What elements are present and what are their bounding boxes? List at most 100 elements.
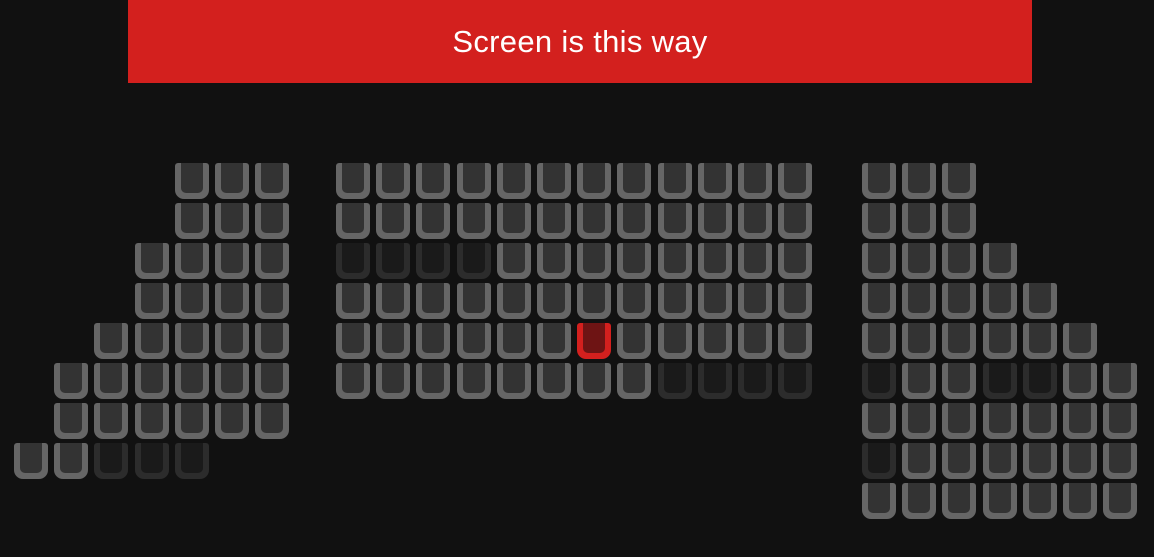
seat-left-r1-c5[interactable] <box>175 163 209 199</box>
seat-right-r4-c5[interactable] <box>1023 283 1057 319</box>
seat-center-r4-c2[interactable] <box>376 283 410 319</box>
seat-right-r7-c2[interactable] <box>902 403 936 439</box>
seat-center-r6-c1[interactable] <box>336 363 370 399</box>
seat-left-r5-c5[interactable] <box>175 323 209 359</box>
seat-right-r3-c1[interactable] <box>862 243 896 279</box>
seat-right-r8-c6[interactable] <box>1063 443 1097 479</box>
seat-left-r3-c7[interactable] <box>255 243 289 279</box>
seat-center-r5-c6[interactable] <box>537 323 571 359</box>
seat-center-r2-c9[interactable] <box>658 203 692 239</box>
seat-center-r5-c4[interactable] <box>457 323 491 359</box>
seat-right-r7-c4[interactable] <box>983 403 1017 439</box>
seat-right-r9-c7[interactable] <box>1103 483 1137 519</box>
seat-center-r2-c8[interactable] <box>617 203 651 239</box>
seat-left-r7-c5[interactable] <box>175 403 209 439</box>
seat-right-r9-c5[interactable] <box>1023 483 1057 519</box>
seat-right-r5-c5[interactable] <box>1023 323 1057 359</box>
seat-left-r8-c1[interactable] <box>14 443 48 479</box>
seat-center-r4-c4[interactable] <box>457 283 491 319</box>
seat-center-r5-c2[interactable] <box>376 323 410 359</box>
seat-left-r4-c7[interactable] <box>255 283 289 319</box>
seat-right-r9-c4[interactable] <box>983 483 1017 519</box>
seat-center-r3-c7[interactable] <box>577 243 611 279</box>
seat-center-r3-c12[interactable] <box>778 243 812 279</box>
seat-right-r9-c1[interactable] <box>862 483 896 519</box>
seat-right-r6-c7[interactable] <box>1103 363 1137 399</box>
seat-right-r8-c2[interactable] <box>902 443 936 479</box>
seat-center-r1-c3[interactable] <box>416 163 450 199</box>
seat-right-r8-c3[interactable] <box>942 443 976 479</box>
seat-center-r5-c12[interactable] <box>778 323 812 359</box>
seat-center-r4-c7[interactable] <box>577 283 611 319</box>
seat-center-r6-c3[interactable] <box>416 363 450 399</box>
seat-center-r5-c9[interactable] <box>658 323 692 359</box>
seat-center-r3-c10[interactable] <box>698 243 732 279</box>
seat-right-r9-c3[interactable] <box>942 483 976 519</box>
seat-center-r2-c12[interactable] <box>778 203 812 239</box>
seat-left-r5-c7[interactable] <box>255 323 289 359</box>
seat-center-r6-c8[interactable] <box>617 363 651 399</box>
seat-right-r1-c2[interactable] <box>902 163 936 199</box>
seat-center-r3-c5[interactable] <box>497 243 531 279</box>
seat-right-r3-c4[interactable] <box>983 243 1017 279</box>
seat-center-r4-c3[interactable] <box>416 283 450 319</box>
seat-left-r1-c7[interactable] <box>255 163 289 199</box>
seat-right-r4-c3[interactable] <box>942 283 976 319</box>
seat-center-r6-c6[interactable] <box>537 363 571 399</box>
seat-center-r4-c6[interactable] <box>537 283 571 319</box>
seat-right-r8-c7[interactable] <box>1103 443 1137 479</box>
seat-right-r4-c2[interactable] <box>902 283 936 319</box>
seat-center-r5-c7[interactable] <box>577 323 611 359</box>
seat-left-r7-c6[interactable] <box>215 403 249 439</box>
seat-left-r7-c4[interactable] <box>135 403 169 439</box>
seat-center-r1-c2[interactable] <box>376 163 410 199</box>
seat-left-r8-c2[interactable] <box>54 443 88 479</box>
seat-center-r2-c5[interactable] <box>497 203 531 239</box>
seat-center-r1-c10[interactable] <box>698 163 732 199</box>
seat-center-r3-c6[interactable] <box>537 243 571 279</box>
seat-right-r3-c2[interactable] <box>902 243 936 279</box>
seat-center-r6-c2[interactable] <box>376 363 410 399</box>
seat-left-r6-c4[interactable] <box>135 363 169 399</box>
seat-center-r5-c8[interactable] <box>617 323 651 359</box>
seat-center-r4-c8[interactable] <box>617 283 651 319</box>
seat-center-r3-c11[interactable] <box>738 243 772 279</box>
seat-center-r2-c1[interactable] <box>336 203 370 239</box>
seat-center-r4-c11[interactable] <box>738 283 772 319</box>
seat-right-r9-c2[interactable] <box>902 483 936 519</box>
seat-center-r6-c4[interactable] <box>457 363 491 399</box>
seat-center-r6-c5[interactable] <box>497 363 531 399</box>
seat-left-r6-c2[interactable] <box>54 363 88 399</box>
seat-left-r4-c5[interactable] <box>175 283 209 319</box>
seat-left-r6-c5[interactable] <box>175 363 209 399</box>
seat-right-r6-c6[interactable] <box>1063 363 1097 399</box>
seat-center-r1-c8[interactable] <box>617 163 651 199</box>
seat-center-r1-c7[interactable] <box>577 163 611 199</box>
seat-center-r1-c9[interactable] <box>658 163 692 199</box>
seat-center-r4-c12[interactable] <box>778 283 812 319</box>
seat-left-r2-c7[interactable] <box>255 203 289 239</box>
seat-right-r5-c2[interactable] <box>902 323 936 359</box>
seat-center-r1-c5[interactable] <box>497 163 531 199</box>
seat-right-r5-c1[interactable] <box>862 323 896 359</box>
seat-center-r2-c6[interactable] <box>537 203 571 239</box>
seat-left-r5-c6[interactable] <box>215 323 249 359</box>
seat-center-r2-c10[interactable] <box>698 203 732 239</box>
seat-center-r5-c1[interactable] <box>336 323 370 359</box>
seat-right-r4-c4[interactable] <box>983 283 1017 319</box>
seat-center-r1-c4[interactable] <box>457 163 491 199</box>
seat-right-r1-c1[interactable] <box>862 163 896 199</box>
seat-right-r3-c3[interactable] <box>942 243 976 279</box>
seat-left-r3-c5[interactable] <box>175 243 209 279</box>
seat-right-r2-c3[interactable] <box>942 203 976 239</box>
seat-left-r4-c6[interactable] <box>215 283 249 319</box>
seat-right-r5-c6[interactable] <box>1063 323 1097 359</box>
seat-center-r4-c5[interactable] <box>497 283 531 319</box>
seat-right-r4-c1[interactable] <box>862 283 896 319</box>
seat-left-r6-c3[interactable] <box>94 363 128 399</box>
seat-right-r2-c1[interactable] <box>862 203 896 239</box>
seat-center-r4-c1[interactable] <box>336 283 370 319</box>
seat-left-r6-c7[interactable] <box>255 363 289 399</box>
seat-right-r7-c6[interactable] <box>1063 403 1097 439</box>
seat-right-r6-c2[interactable] <box>902 363 936 399</box>
